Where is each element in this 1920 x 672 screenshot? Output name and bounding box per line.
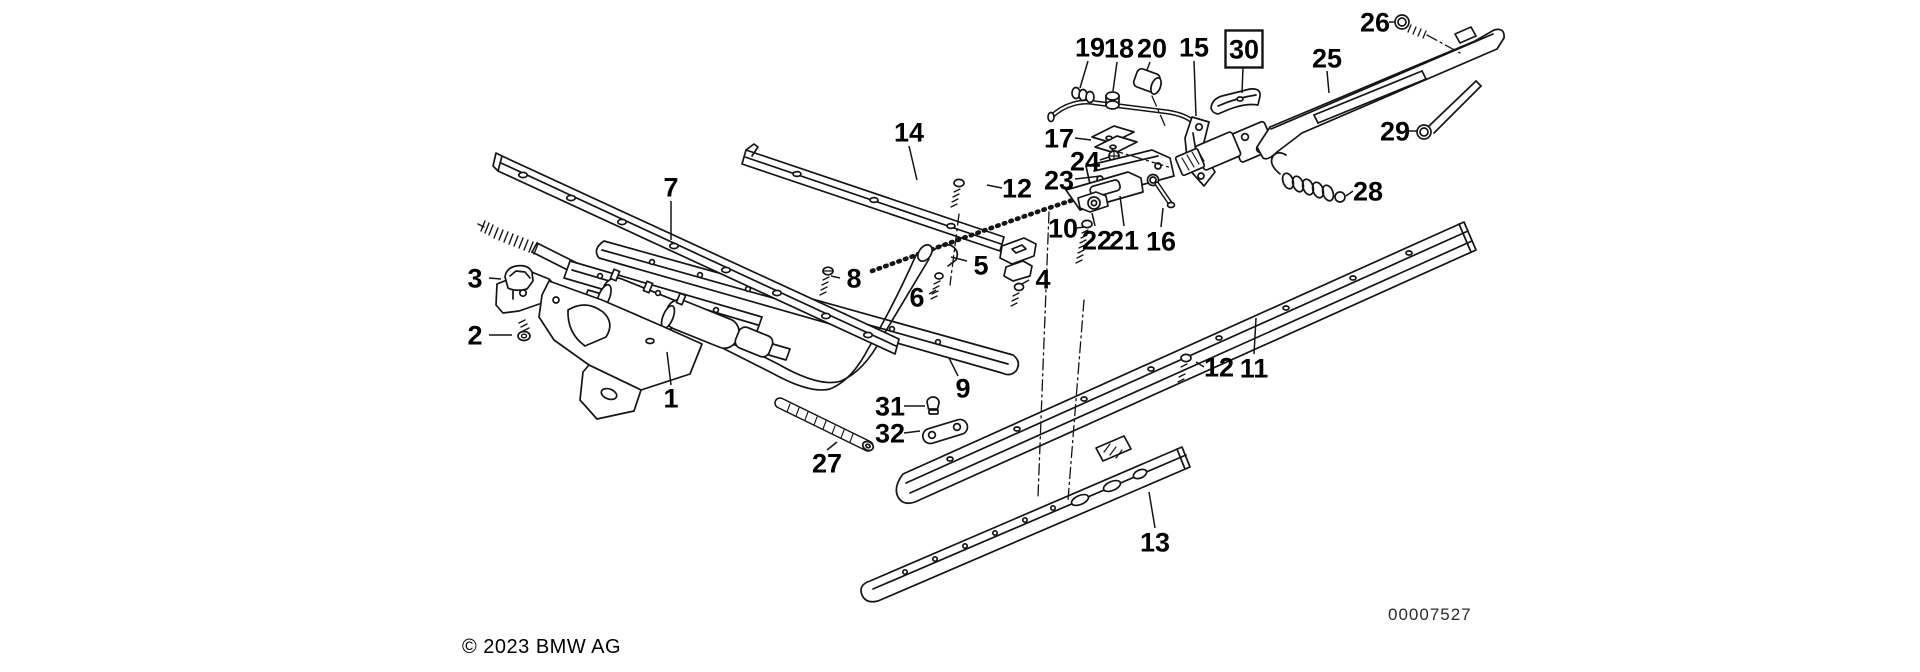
- part-label-17-17: 17: [1044, 124, 1074, 154]
- part-leader-23-23: [1074, 175, 1102, 180]
- motor-assembly-drawing: [495, 260, 791, 420]
- part-label-20-20: 20: [1137, 34, 1167, 64]
- part-leader-9-8: [948, 357, 959, 377]
- cable-hook-5-drawing: [917, 237, 1037, 267]
- part-leader-16-16: [1160, 207, 1164, 228]
- screw-12-lower-drawing: [1177, 353, 1192, 383]
- part-leader-6-5: [928, 289, 937, 295]
- part-leader-18-18: [1112, 61, 1118, 92]
- part-leader-20-20: [1146, 61, 1151, 71]
- part-leader-8-7: [830, 275, 841, 279]
- part-leader-32-32: [903, 430, 921, 434]
- link-32-drawing: [921, 418, 969, 445]
- screw-10-drawing: [1075, 219, 1093, 264]
- screw-6-drawing: [930, 272, 944, 300]
- part-leader-14-14: [908, 145, 918, 181]
- diagram-code-text: 00007527: [1388, 605, 1472, 624]
- part-label-32-32: 32: [875, 419, 905, 449]
- part-leader-17-17: [1074, 137, 1092, 141]
- part-label-27-27: 27: [812, 449, 842, 479]
- part-label-25-25: 25: [1312, 44, 1342, 74]
- part-label-box-30: [1224, 29, 1264, 69]
- part-label-31-31: 31: [875, 392, 905, 422]
- part-label-22-22: 22: [1082, 226, 1112, 256]
- rail-7-drawing: [492, 152, 900, 355]
- part-leader-11-10: [1253, 317, 1257, 355]
- copyright-text: © 2023 BMW AG: [462, 636, 622, 658]
- part-leader-12-11: [986, 184, 1003, 189]
- part-label-10-9: 10: [1048, 214, 1078, 244]
- part-leader-28-28: [1345, 190, 1354, 197]
- part-label-28-28: 28: [1353, 177, 1383, 207]
- part-label-18-18: 18: [1104, 34, 1134, 64]
- part-label-9-8: 9: [955, 374, 970, 404]
- part-label-19-19: 19: [1075, 33, 1105, 63]
- part-label-13-13: 13: [1140, 528, 1170, 558]
- part-label-26-26: 26: [1360, 8, 1390, 38]
- part-label-6-5: 6: [909, 283, 924, 313]
- part-leader-13-13: [1148, 491, 1156, 529]
- part-leader-25-25: [1326, 70, 1330, 94]
- screw-8-drawing: [819, 266, 834, 296]
- clamp-3-drawing: [504, 264, 534, 300]
- part-leader-4-3: [1021, 279, 1030, 285]
- part-leader-3-2: [488, 277, 502, 280]
- part-leader-5-4: [950, 256, 968, 262]
- screw-12-upper-drawing: [950, 178, 965, 208]
- part-leader-15-15: [1193, 60, 1197, 117]
- part-label-11-10: 11: [1240, 354, 1269, 384]
- part-label-12-11: 12: [1002, 174, 1032, 204]
- rail-14-drawing: [741, 143, 1005, 252]
- part-label-30-30: 30: [1229, 35, 1259, 65]
- part-leader-1-0: [666, 351, 672, 386]
- part-leader-12-12: [1195, 361, 1205, 368]
- part-leader-22-22: [1091, 212, 1096, 227]
- part-leader-27-27: [826, 441, 838, 451]
- cable-conduit-drawing: [531, 242, 930, 391]
- construction-lines: [949, 34, 1461, 501]
- part-label-7-6: 7: [663, 173, 678, 203]
- part-label-21-21: 21: [1109, 226, 1139, 256]
- part-label-1-0: 1: [663, 384, 678, 414]
- part-label-12-12: 12: [1204, 353, 1234, 383]
- part-leader-24-24: [1099, 156, 1110, 161]
- tilt-arm-25-drawing: [1174, 14, 1505, 203]
- rivet-31-drawing: [926, 396, 940, 415]
- clip-4-drawing: [1003, 260, 1033, 307]
- part-label-5-4: 5: [973, 251, 988, 281]
- part-label-16-16: 16: [1146, 227, 1176, 257]
- linkage-cluster-drawing: [1047, 67, 1216, 213]
- part-label-8-7: 8: [846, 264, 861, 294]
- part-label-15-15: 15: [1179, 33, 1209, 63]
- part-leader-19-19: [1079, 60, 1089, 89]
- part-label-23-23: 23: [1044, 166, 1074, 196]
- part-leader-30-30: [1241, 66, 1244, 94]
- part-label-24-24: 24: [1070, 147, 1100, 177]
- part-label-29-29: 29: [1380, 117, 1410, 147]
- part-leader-10-9: [1076, 226, 1085, 229]
- part-label-14-14: 14: [894, 118, 924, 148]
- part-label-3-2: 3: [467, 264, 482, 294]
- rail-13-drawing: [860, 435, 1191, 603]
- part-leader-21-21: [1119, 195, 1125, 227]
- part-label-2-1: 2: [467, 321, 482, 351]
- part-label-4-3: 4: [1035, 265, 1050, 295]
- drive-cable-thread-drawing: [477, 220, 539, 255]
- screw-2-drawing: [517, 319, 531, 342]
- tube-27-drawing: [774, 397, 875, 452]
